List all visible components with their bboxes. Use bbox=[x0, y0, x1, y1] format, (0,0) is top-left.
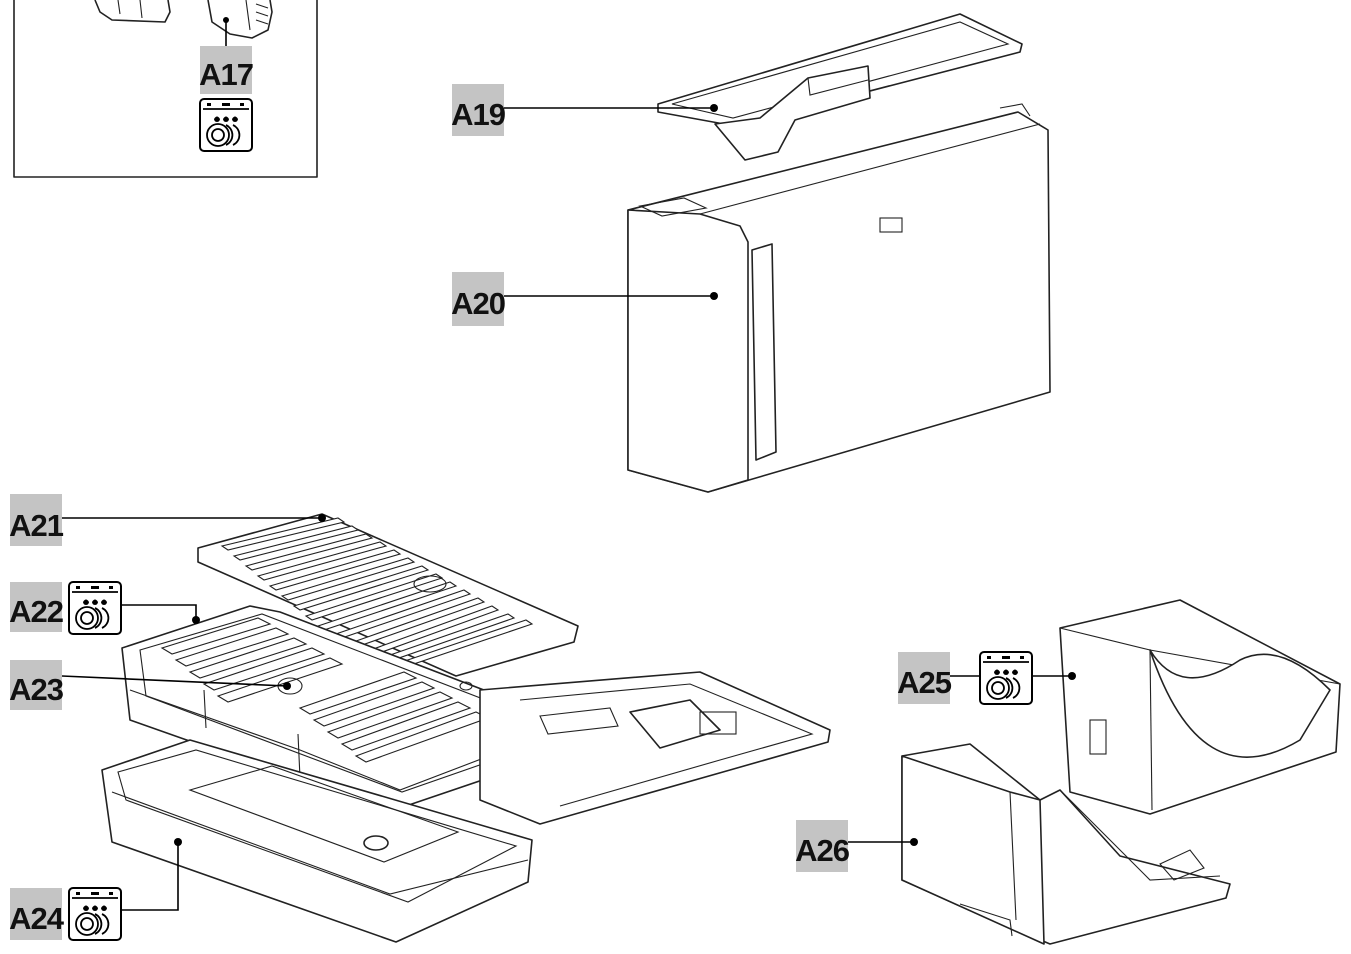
label-a26-text: A26 bbox=[795, 833, 850, 868]
dishwasher-safe-icon-a24 bbox=[68, 887, 122, 941]
part-drip-tray-rail bbox=[459, 671, 831, 825]
dishwasher-safe-icon-a22 bbox=[68, 581, 122, 635]
label-a20-text: A20 bbox=[451, 286, 505, 321]
part-grounds-container bbox=[121, 605, 513, 809]
part-drip-tray bbox=[101, 739, 533, 943]
label-a25: A25 bbox=[897, 652, 953, 704]
label-a25-text: A25 bbox=[897, 665, 952, 700]
label-a23-text: A23 bbox=[9, 672, 64, 707]
leader-dot-a19 bbox=[710, 104, 718, 112]
dishwasher-safe-icon bbox=[199, 98, 253, 152]
leader-dot-a23 bbox=[283, 682, 291, 690]
leader-a24 bbox=[121, 842, 179, 911]
label-a19-text: A19 bbox=[451, 97, 506, 132]
leader-dot-a25 bbox=[1068, 672, 1076, 680]
label-a26: A26 bbox=[795, 820, 851, 872]
label-a22: A22 bbox=[9, 582, 64, 632]
label-a24: A24 bbox=[9, 888, 66, 940]
part-drip-grille bbox=[197, 513, 579, 677]
leader-dot-a20 bbox=[710, 292, 718, 300]
leader-dot-a21 bbox=[318, 514, 326, 522]
label-a17: A17 bbox=[199, 46, 254, 94]
label-a21-text: A21 bbox=[9, 508, 64, 543]
leader-dot-a26 bbox=[910, 838, 918, 846]
dishwasher-safe-icon-a25 bbox=[979, 651, 1033, 705]
leader-a23 bbox=[61, 675, 288, 687]
label-a19: A19 bbox=[451, 84, 507, 136]
label-a17-text: A17 bbox=[199, 57, 253, 92]
label-a23: A23 bbox=[9, 660, 65, 710]
label-a24-text: A24 bbox=[9, 901, 65, 936]
part-tank-lid bbox=[657, 13, 1023, 161]
inset-frame bbox=[13, 0, 318, 178]
part-water-tank bbox=[627, 103, 1051, 493]
leader-a22 bbox=[121, 604, 197, 620]
label-a20: A20 bbox=[451, 272, 506, 326]
leader-dot-a22 bbox=[192, 616, 200, 624]
part-container-a26 bbox=[901, 743, 1231, 945]
leader-dot-a24 bbox=[174, 838, 182, 846]
label-a22-text: A22 bbox=[9, 594, 63, 629]
part-container-a25 bbox=[1059, 599, 1341, 815]
label-a21: A21 bbox=[9, 494, 65, 546]
